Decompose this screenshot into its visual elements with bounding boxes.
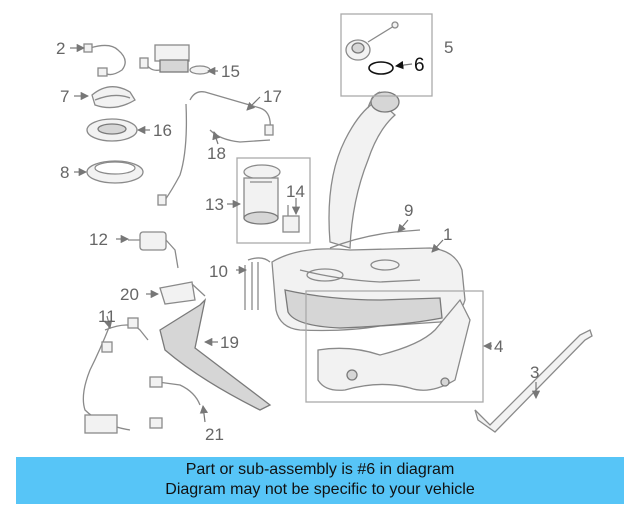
callout-2: 2: [56, 39, 65, 58]
banner-line-1: Part or sub-assembly is #6 in diagram: [185, 461, 455, 478]
callout-11: 11: [98, 307, 116, 326]
vent-line: [329, 229, 421, 249]
fuel-tank: [271, 247, 466, 332]
fuel-pump: [243, 164, 281, 225]
filler-cap: [345, 21, 399, 61]
callout-3: 3: [530, 363, 539, 382]
callout-17: 17: [263, 87, 282, 106]
seal-ring: [368, 61, 394, 75]
fuel-filter: [128, 231, 179, 269]
callout-19: 19: [220, 333, 239, 352]
sensor-wire: [83, 43, 126, 77]
callout-18: 18: [207, 144, 226, 163]
callout-9: 9: [404, 201, 413, 220]
callout-8: 8: [60, 163, 69, 182]
part-14-sensor: [282, 205, 300, 233]
callout-12: 12: [89, 230, 108, 249]
callout-20: 20: [120, 285, 139, 304]
part-10-lines: [244, 257, 271, 310]
callout-13: 13: [205, 195, 224, 214]
callout-15: 15: [221, 62, 240, 81]
callout-21: 21: [205, 425, 224, 444]
lock-ring: [91, 86, 136, 109]
bracket-20: [159, 281, 206, 305]
part-5-box: [340, 13, 433, 97]
filler-neck: [328, 91, 400, 249]
part-15-connector: [139, 44, 211, 75]
info-banner: Part or sub-assembly is #6 in diagram Di…: [16, 457, 624, 504]
callout-7: 7: [60, 87, 69, 106]
gasket: [86, 160, 144, 184]
heat-shield: [159, 298, 272, 411]
tank-shield-4: [317, 298, 471, 391]
callout-14: 14: [286, 182, 305, 201]
part-16-plate: [86, 118, 138, 142]
banner-line-2: Diagram may not be specific to your vehi…: [165, 481, 475, 498]
callout-4: 4: [494, 337, 503, 356]
wiring-harness: [82, 317, 163, 434]
part-21-harness: [149, 376, 201, 406]
callout-1: 1: [443, 225, 452, 244]
callout-5: 5: [444, 38, 453, 57]
callout-6: 6: [414, 55, 425, 76]
parts-diagram: 1 2 3 4 5 6 7 8 9 10 11 12 13 14 15 16 1…: [56, 13, 593, 444]
callout-10: 10: [209, 262, 228, 281]
fuel-lines: [157, 91, 274, 206]
callout-16: 16: [153, 121, 172, 140]
tank-strap: [474, 329, 593, 433]
